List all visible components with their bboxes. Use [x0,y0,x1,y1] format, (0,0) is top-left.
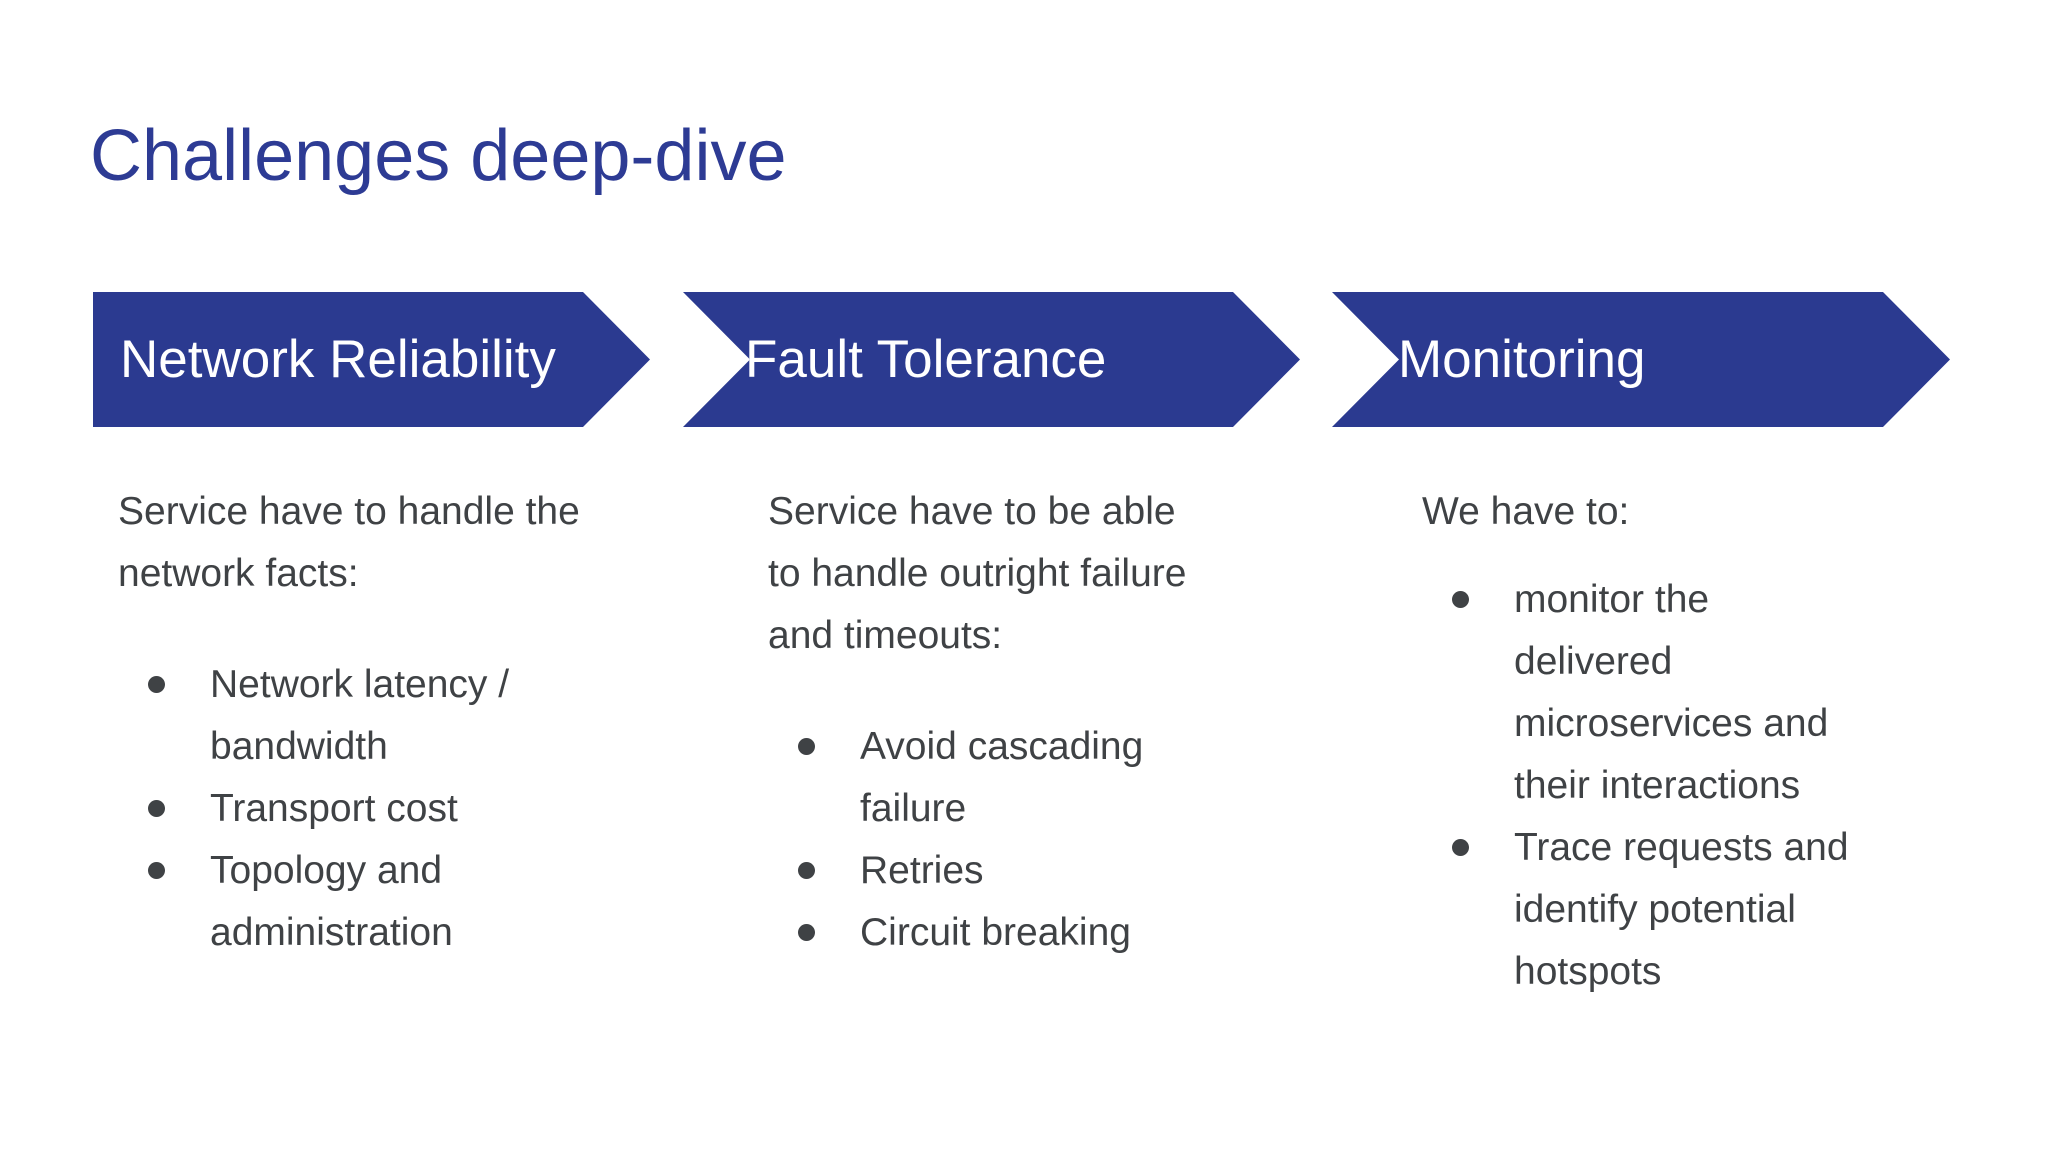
bullet-list: monitor the delivered microservices and … [1422,569,1869,1003]
bullet-dot [148,676,165,693]
column-intro: Service have to be able to handle outrig… [768,490,1187,657]
bullet-text: Trace requests and identify potential ho… [1514,826,1849,993]
column-intro: Service have to handle the network facts… [118,490,580,595]
arrow-network-reliability: Network Reliability [93,292,650,427]
bullet-text: Topology and administration [210,849,453,954]
page-title: Challenges deep-dive [90,116,787,196]
bullet-text: Avoid cascading failure [860,725,1144,830]
bullet-dot [148,800,165,817]
list-item: Topology and administration [118,840,545,964]
arrow-monitoring: Monitoring [1332,292,1950,427]
bullet-dot [1452,591,1469,608]
column-intro: We have to: [1422,490,1630,533]
list-item: Transport cost [118,778,545,840]
list-item: Retries [768,840,1190,902]
bullet-dot [148,862,165,879]
list-item: Circuit breaking [768,902,1190,964]
list-item: Trace requests and identify potential ho… [1422,817,1869,1003]
bullet-dot [798,924,815,941]
bullet-list: Avoid cascading failure Retries Circuit … [768,716,1190,964]
arrow-label: Fault Tolerance [745,330,1107,389]
bullet-list: Network latency / bandwidth Transport co… [118,654,545,964]
arrow-fault-tolerance: Fault Tolerance [683,292,1300,427]
bullet-text: Transport cost [210,787,458,830]
bullet-dot [798,862,815,879]
bullet-text: monitor the delivered microservices and … [1514,578,1829,807]
arrow-label: Network Reliability [120,330,556,389]
column-network-reliability: Service have to handle the network facts… [118,481,588,964]
column-monitoring: We have to: monitor the delivered micros… [1422,481,1869,1003]
bullet-text: Retries [860,849,984,892]
column-fault-tolerance: Service have to be able to handle outrig… [768,481,1218,964]
bullet-dot [1452,839,1469,856]
list-item: Network latency / bandwidth [118,654,545,778]
list-item: monitor the delivered microservices and … [1422,569,1869,817]
bullet-dot [798,738,815,755]
list-item: Avoid cascading failure [768,716,1190,840]
bullet-text: Circuit breaking [860,911,1131,954]
arrow-label: Monitoring [1398,330,1646,389]
bullet-text: Network latency / bandwidth [210,663,510,768]
